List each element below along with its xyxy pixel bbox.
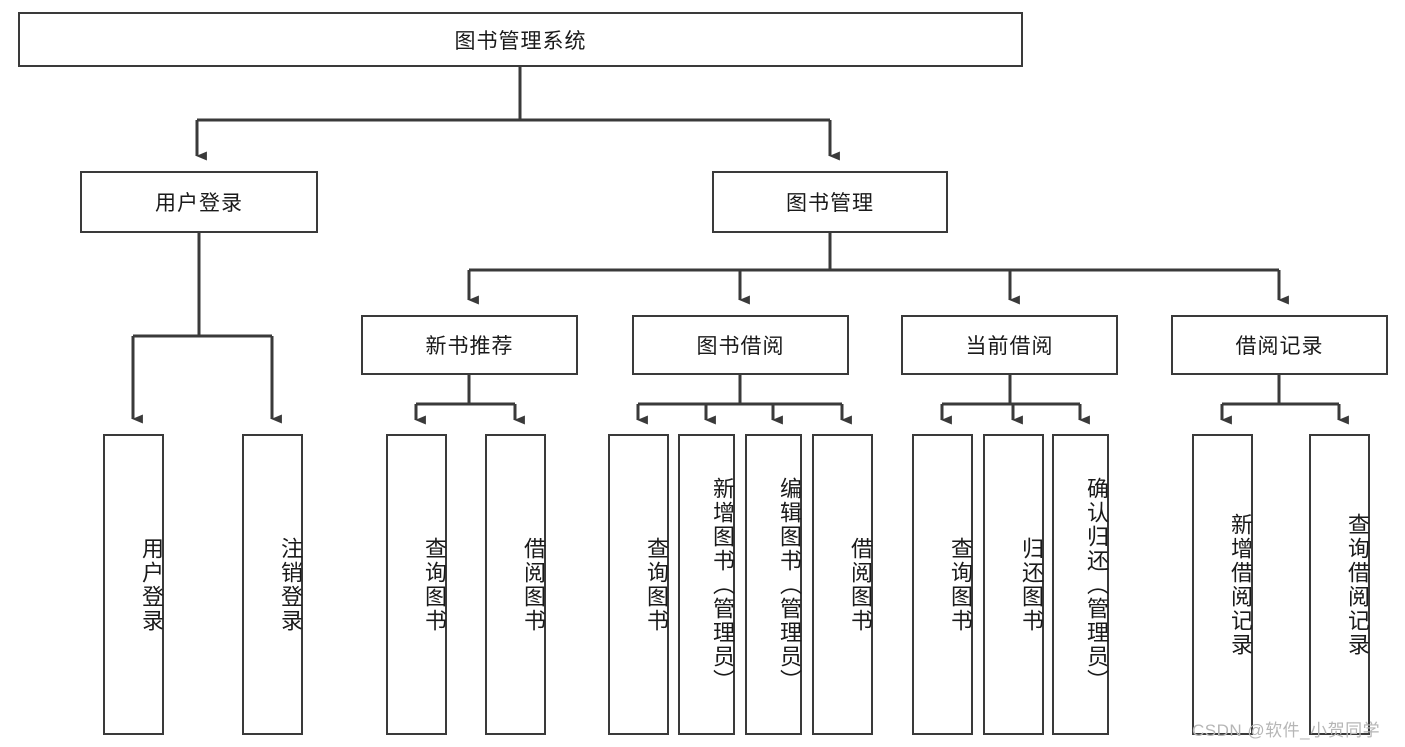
node-leaf-query-book-borrow[interactable]: 查询图书 [608,434,669,735]
node-book-borrow[interactable]: 图书借阅 [632,315,849,375]
node-user-login[interactable]: 用户登录 [80,171,318,233]
node-leaf-edit-book-label: 编辑图书（管理员） [777,476,802,693]
node-book-management[interactable]: 图书管理 [712,171,948,233]
node-leaf-return-book[interactable]: 归还图书 [983,434,1044,735]
node-user-login-label: 用户登录 [155,192,243,215]
node-book-management-label: 图书管理 [786,192,874,215]
node-leaf-user-logout[interactable]: 注销登录 [242,434,303,735]
node-leaf-add-borrow-record[interactable]: 新增借阅记录 [1192,434,1253,735]
node-leaf-borrow-book-label: 借阅图书 [848,536,873,633]
node-leaf-user-login[interactable]: 用户登录 [103,434,164,735]
node-leaf-query-book-rec-label: 查询图书 [422,536,447,633]
node-leaf-user-logout-label: 注销登录 [278,536,303,633]
node-leaf-add-book-label: 新增图书（管理员） [710,476,735,693]
node-leaf-return-book-label: 归还图书 [1019,536,1044,633]
node-leaf-borrow-book[interactable]: 借阅图书 [812,434,873,735]
node-leaf-add-book[interactable]: 新增图书（管理员） [678,434,735,735]
node-leaf-query-book-borrow-label: 查询图书 [644,536,669,633]
node-leaf-confirm-return-label: 确认归还（管理员） [1084,476,1109,693]
node-new-book-recommend[interactable]: 新书推荐 [361,315,578,375]
node-leaf-edit-book[interactable]: 编辑图书（管理员） [745,434,802,735]
node-book-borrow-label: 图书借阅 [696,335,785,358]
node-root-label: 图书管理系统 [454,29,587,53]
node-borrow-records[interactable]: 借阅记录 [1171,315,1388,375]
node-leaf-query-book-current-label: 查询图书 [948,536,973,633]
node-leaf-borrow-book-rec[interactable]: 借阅图书 [485,434,546,735]
node-leaf-confirm-return[interactable]: 确认归还（管理员） [1052,434,1109,735]
node-leaf-query-borrow-record-label: 查询借阅记录 [1345,512,1370,657]
node-leaf-add-borrow-record-label: 新增借阅记录 [1228,512,1253,657]
node-leaf-query-book-rec[interactable]: 查询图书 [386,434,447,735]
node-root[interactable]: 图书管理系统 [18,12,1023,67]
node-leaf-query-book-current[interactable]: 查询图书 [912,434,973,735]
node-new-book-recommend-label: 新书推荐 [425,335,514,358]
csdn-watermark: CSDN @软件_小贺同学 [1192,721,1381,740]
node-borrow-records-label: 借阅记录 [1235,335,1324,358]
node-current-borrow-label: 当前借阅 [965,335,1054,358]
node-leaf-query-borrow-record[interactable]: 查询借阅记录 [1309,434,1370,735]
node-leaf-user-login-label: 用户登录 [139,536,164,633]
node-leaf-borrow-book-rec-label: 借阅图书 [521,536,546,633]
node-current-borrow[interactable]: 当前借阅 [901,315,1118,375]
